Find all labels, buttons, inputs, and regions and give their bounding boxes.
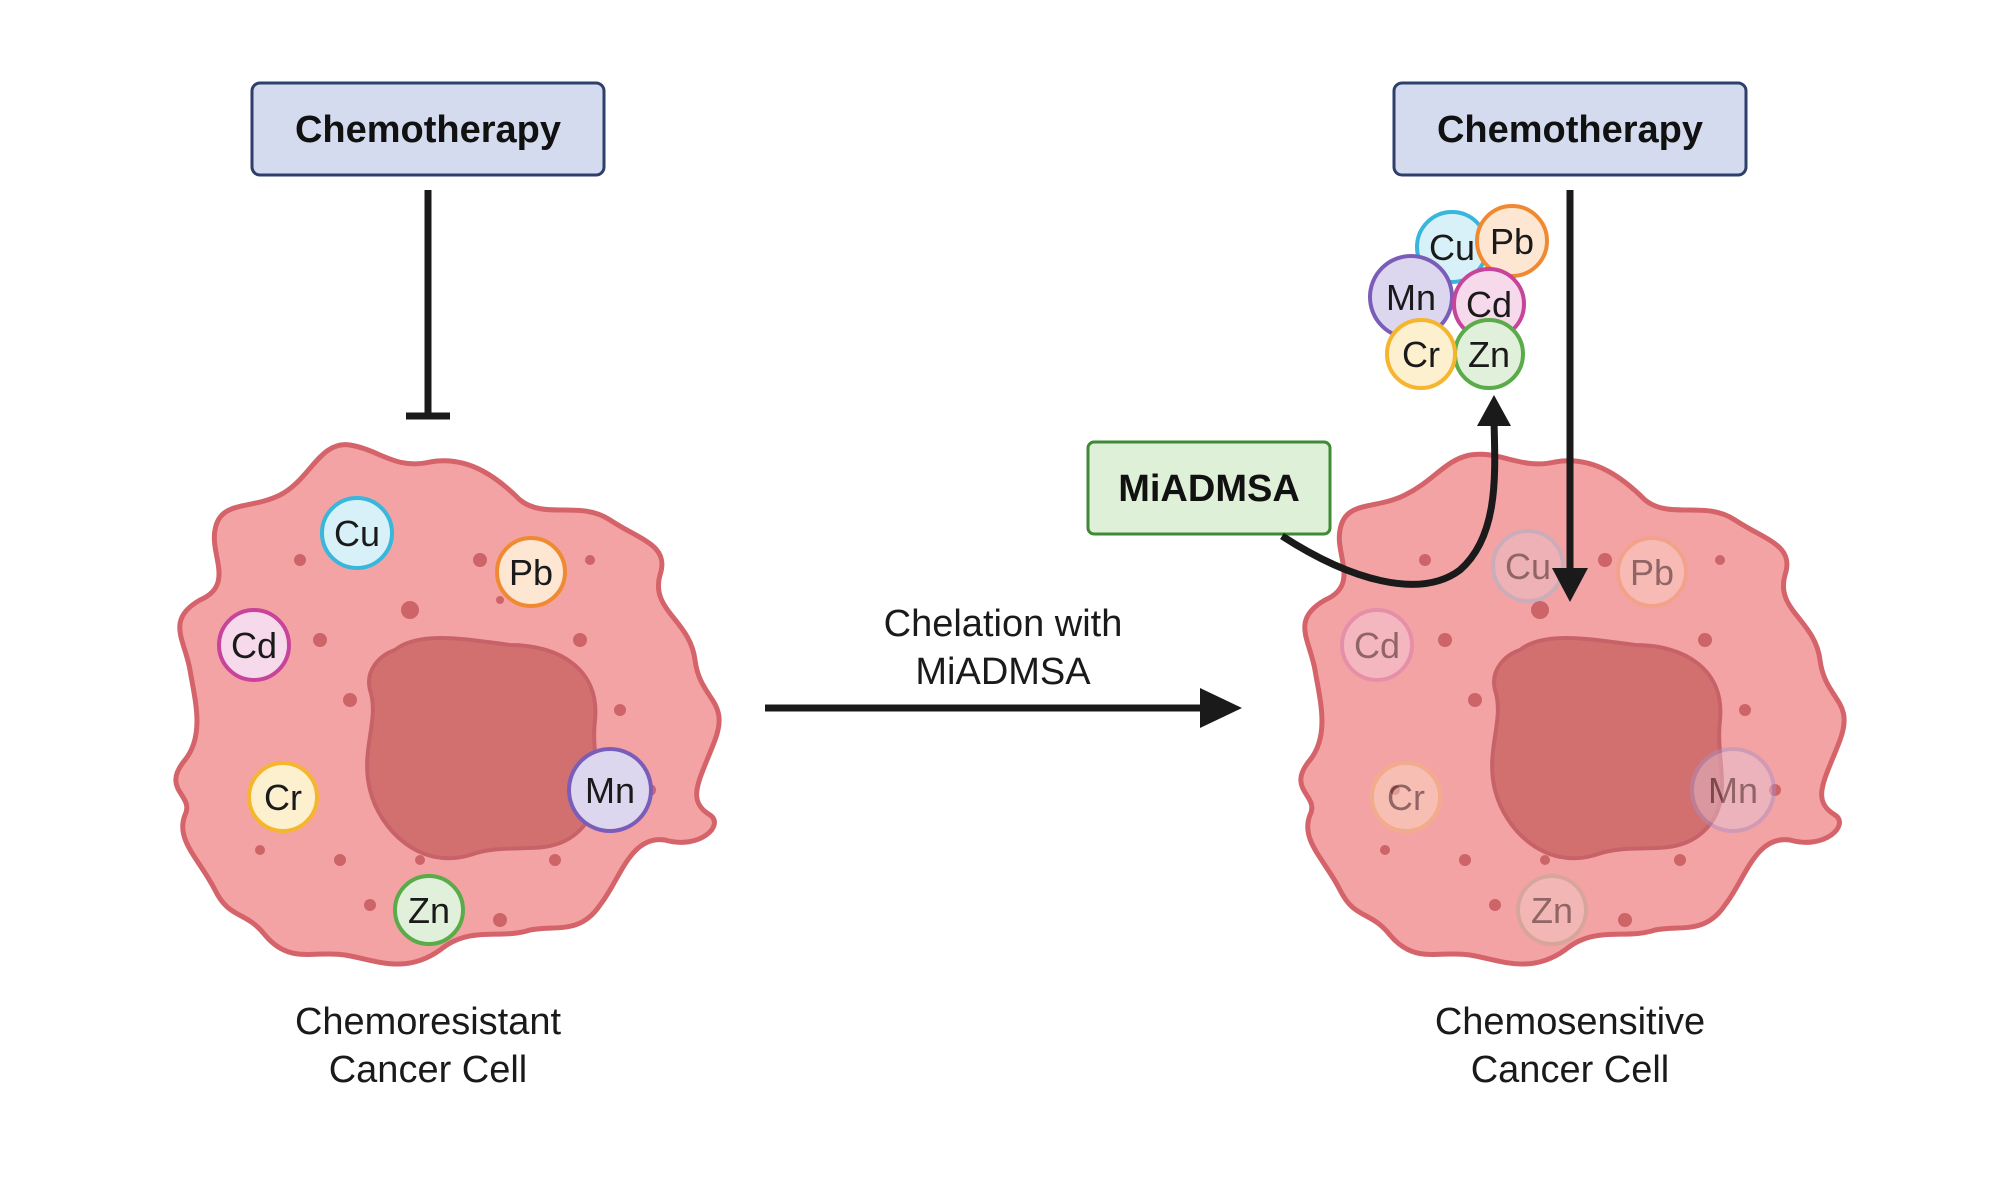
faded-metal-cu-label: Cu <box>1505 546 1551 587</box>
faded-metal-cd: Cd <box>1340 608 1414 682</box>
cluster-metal-pb: Pb <box>1475 204 1549 278</box>
right-panel: Chemotherapy <box>1086 81 1847 1091</box>
cluster-metal-mn: Mn <box>1368 254 1454 340</box>
cluster-metal-cr-label: Cr <box>1402 334 1440 375</box>
left-panel: Chemotherapy <box>173 81 722 1091</box>
faded-metal-pb-label: Pb <box>1630 552 1674 593</box>
cell-granules <box>255 553 656 927</box>
cluster-metal-zn-label: Zn <box>1468 334 1510 375</box>
miadmsa-label: MiADMSA <box>1118 468 1300 510</box>
caption-right-line1: Chemosensitive <box>1435 1001 1705 1043</box>
cluster-metal-cd: Cd <box>1452 267 1526 341</box>
faded-metal-cu: Cu <box>1491 529 1565 603</box>
chemotherapy-label-right: Chemotherapy <box>1437 109 1703 151</box>
caption-right-line2: Cancer Cell <box>1471 1049 1670 1091</box>
metal-ion-mn-label: Mn <box>585 770 635 811</box>
faded-metal-zn-label: Zn <box>1531 890 1573 931</box>
metal-ion-cr: Cr <box>247 761 319 833</box>
faded-metal-zn: Zn <box>1516 874 1588 946</box>
metal-ion-cd-label: Cd <box>231 625 277 666</box>
chemotherapy-box-left[interactable]: Chemotherapy <box>250 81 606 177</box>
chelation-label-line1: Chelation with <box>884 603 1123 645</box>
caption-left-line1: Chemoresistant <box>295 1001 562 1043</box>
metal-ion-cu: Cu <box>320 496 394 570</box>
metal-ion-zn: Zn <box>393 874 465 946</box>
chemotherapy-box-right[interactable]: Chemotherapy <box>1392 81 1748 177</box>
faded-metal-mn: Mn <box>1690 747 1776 833</box>
metal-ion-cu-label: Cu <box>334 513 380 554</box>
metal-ion-mn: Mn <box>567 747 653 833</box>
faded-metal-mn-label: Mn <box>1708 770 1758 811</box>
cluster-metal-cr: Cr <box>1385 318 1457 390</box>
cluster-metal-mn-label: Mn <box>1386 277 1436 318</box>
chemotherapy-label-left: Chemotherapy <box>295 109 561 151</box>
cluster-metal-pb-label: Pb <box>1490 221 1534 262</box>
faded-metal-cr-label: Cr <box>1387 777 1425 818</box>
cluster-metal-cu-label: Cu <box>1429 227 1475 268</box>
faded-metal-cd-label: Cd <box>1354 625 1400 666</box>
faded-metal-pb: Pb <box>1616 536 1688 608</box>
cell-granules-right <box>1380 553 1781 927</box>
cluster-metal-zn: Zn <box>1453 318 1525 390</box>
chemotherapy-arrow <box>1552 190 1588 602</box>
faded-metal-ions: Cu Pb Cd Cr Mn Zn <box>1340 529 1776 946</box>
cell-nucleus <box>365 636 599 861</box>
chelation-label-line2: MiADMSA <box>915 651 1091 693</box>
metal-ion-cd: Cd <box>217 608 291 682</box>
inhibition-arrow <box>406 190 450 420</box>
cell-nucleus-right <box>1490 636 1724 861</box>
caption-left-line2: Cancer Cell <box>329 1049 528 1091</box>
chelation-transition: Chelation with MiADMSA <box>765 603 1242 728</box>
chelated-metal-cluster: Cu Mn Pb Cd Zn Cr <box>1368 204 1549 390</box>
faded-metal-cr: Cr <box>1370 761 1442 833</box>
metal-ion-pb-label: Pb <box>509 552 553 593</box>
metal-ion-cr-label: Cr <box>264 777 302 818</box>
miadmsa-box[interactable]: MiADMSA <box>1086 440 1332 536</box>
chemoresistant-cancer-cell <box>173 442 722 967</box>
metal-ion-pb: Pb <box>495 536 567 608</box>
metal-ion-zn-label: Zn <box>408 890 450 931</box>
chelation-arrowhead <box>1200 688 1242 728</box>
chelation-curve-arrow <box>1280 395 1511 588</box>
